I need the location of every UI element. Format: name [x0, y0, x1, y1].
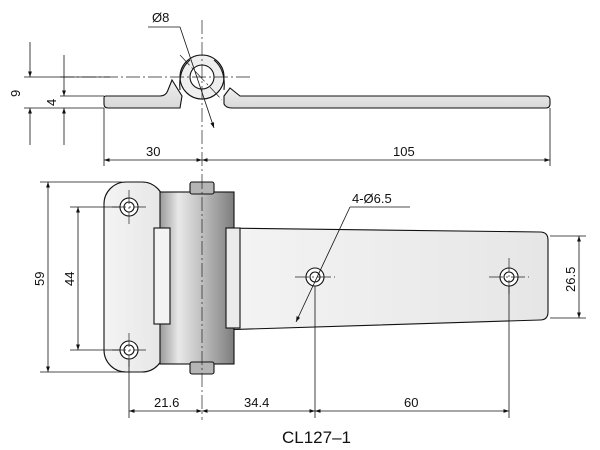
side-view: Ø8 9 4 30 105 [8, 10, 551, 175]
side-right-plate [223, 87, 551, 109]
dim-pin-to-hole: 34.4 [244, 395, 269, 410]
front-view: 59 44 26.5 4-Ø6.5 21.6 34.4 60 [32, 175, 586, 420]
dim-hole-callout: 4-Ø6.5 [352, 191, 392, 206]
dim-left-offset: 21.6 [154, 395, 179, 410]
front-knuckle [159, 191, 235, 365]
dim-height: 59 [32, 272, 47, 286]
side-left-plate [103, 78, 183, 109]
dim-hole-spacing-horizontal: 60 [404, 395, 418, 410]
part-number-caption: CL127–1 [282, 428, 351, 447]
front-right-leaf [217, 227, 549, 331]
dim-hole-spacing-vertical: 44 [62, 272, 77, 286]
dim-right-leaf-length: 105 [393, 144, 415, 159]
dim-left-leaf-length: 30 [146, 144, 160, 159]
dim-pin-diameter: Ø8 [152, 10, 169, 25]
dim-thickness-plate: 4 [44, 99, 59, 106]
dim-thickness-total: 9 [8, 90, 23, 97]
dim-right-leaf-end-height: 26.5 [563, 267, 578, 292]
